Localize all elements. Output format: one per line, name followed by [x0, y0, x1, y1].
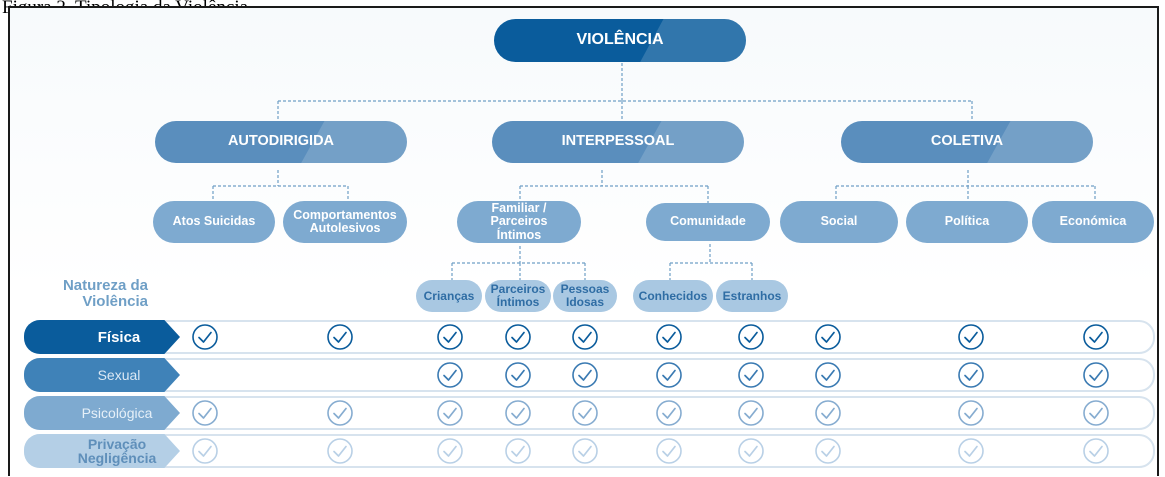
check-icon: [958, 438, 984, 464]
sub-atos-suicidas: Atos Suicidas: [153, 201, 275, 243]
sub-politica: Política: [906, 201, 1028, 243]
sub-social: Social: [780, 201, 898, 243]
row-label-sexual: Sexual: [24, 358, 180, 392]
check-icon: [505, 400, 531, 426]
row-label-privacao: Privação Negligência: [24, 434, 180, 468]
check-icon: [572, 324, 598, 350]
check-icon: [505, 324, 531, 350]
check-icon: [958, 362, 984, 388]
sub-comunidade: Comunidade: [646, 203, 770, 241]
check-icon: [572, 362, 598, 388]
sub-economica: Económica: [1032, 201, 1154, 243]
sub-familiar-parceiros: Familiar / Parceiros Íntimos: [457, 201, 581, 243]
row-label-psicologica: Psicológica: [24, 396, 180, 430]
check-icon: [656, 324, 682, 350]
check-icon: [1083, 362, 1109, 388]
check-icon: [815, 362, 841, 388]
check-icon: [738, 324, 764, 350]
check-icon: [505, 438, 531, 464]
row-label-fisica: Física: [24, 320, 180, 354]
root-node: VIOLÊNCIA: [494, 19, 746, 62]
check-icon: [192, 324, 218, 350]
check-icon: [437, 324, 463, 350]
check-icon: [656, 400, 682, 426]
leaf-estranhos: Estranhos: [716, 280, 788, 312]
check-icon: [327, 438, 353, 464]
leaf-parceiros-intimos: Parceiros Íntimos: [485, 280, 551, 312]
check-icon: [815, 438, 841, 464]
check-icon: [1083, 438, 1109, 464]
leaf-criancas: Crianças: [416, 280, 482, 312]
leaf-conhecidos: Conhecidos: [633, 280, 713, 312]
check-icon: [437, 362, 463, 388]
nature-heading: Natureza da Violência: [62, 277, 148, 310]
check-icon: [958, 324, 984, 350]
check-icon: [327, 324, 353, 350]
category-autodirigida: AUTODIRIGIDA: [155, 121, 407, 163]
check-icon: [815, 324, 841, 350]
check-icon: [192, 438, 218, 464]
check-icon: [656, 438, 682, 464]
check-icon: [437, 438, 463, 464]
check-icon: [327, 400, 353, 426]
check-icon: [958, 400, 984, 426]
violence-typology-diagram: VIOLÊNCIA AUTODIRIGIDA INTERPESSOAL COLE…: [8, 6, 1159, 476]
category-coletiva: COLETIVA: [841, 121, 1093, 163]
leaf-pessoas-idosas: Pessoas Idosas: [553, 280, 617, 312]
check-icon: [505, 362, 531, 388]
check-icon: [437, 400, 463, 426]
check-icon: [572, 400, 598, 426]
check-icon: [738, 438, 764, 464]
check-icon: [738, 362, 764, 388]
sub-comportamentos-autolesivos: Comportamentos Autolesivos: [283, 201, 407, 243]
check-icon: [815, 400, 841, 426]
check-icon: [738, 400, 764, 426]
check-icon: [572, 438, 598, 464]
check-icon: [1083, 400, 1109, 426]
check-icon: [192, 400, 218, 426]
category-interpessoal: INTERPESSOAL: [492, 121, 744, 163]
check-icon: [1083, 324, 1109, 350]
check-icon: [656, 362, 682, 388]
